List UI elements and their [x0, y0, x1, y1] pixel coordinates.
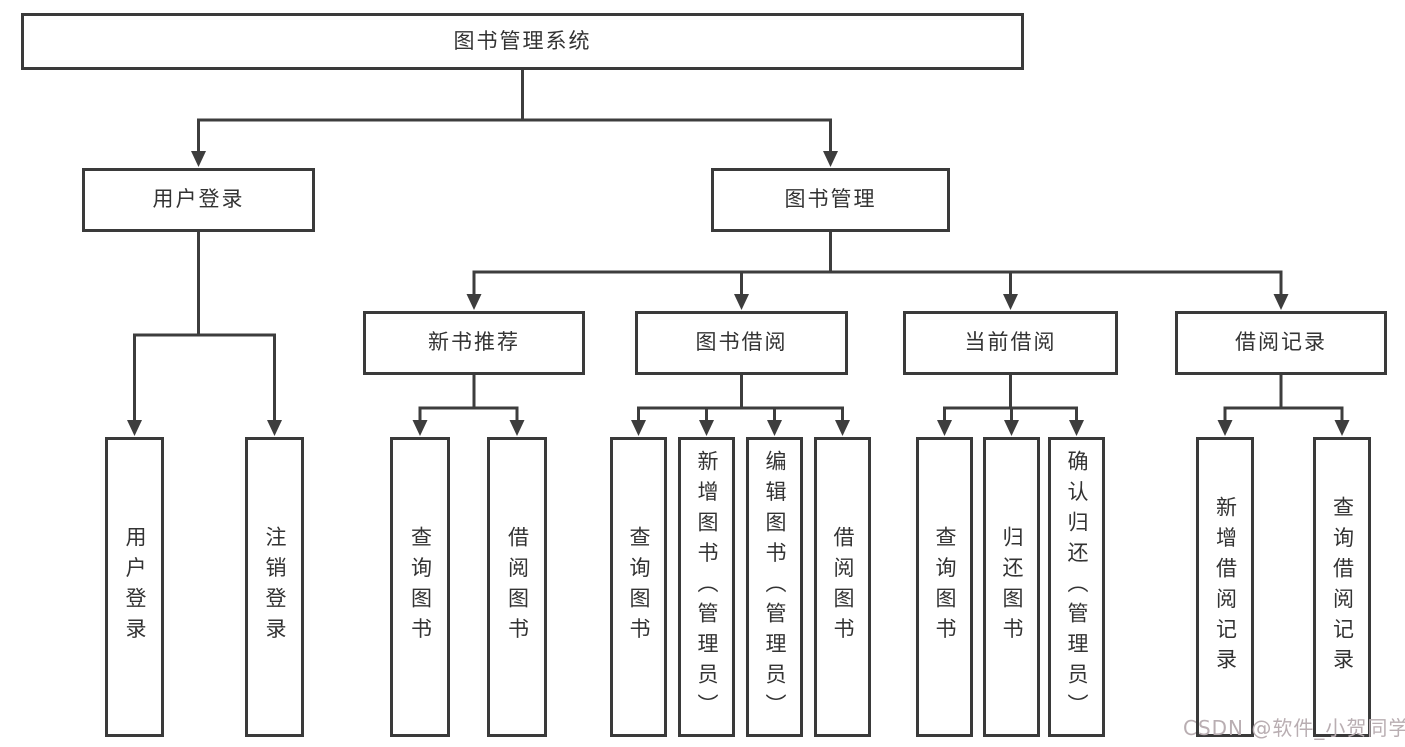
node-label-root: 图书管理系统: [453, 28, 592, 53]
node-label-leaf-borrow-query: 查询图书: [627, 526, 651, 648]
node-label-book-management: 图书管理: [784, 187, 877, 212]
arrowhead-leaf-borrow-borrow: [835, 420, 850, 436]
node-label-leaf-current-query: 查询图书: [933, 526, 957, 648]
node-leaf-current-query: 查询图书: [916, 437, 973, 737]
connector-current-borrowing: [937, 373, 1084, 436]
arrowhead-leaf-user-login: [127, 420, 142, 436]
arrowhead-leaf-logout: [267, 420, 282, 436]
connector-book-borrowing: [631, 373, 850, 436]
node-leaf-records-query: 查询借阅记录: [1313, 437, 1371, 737]
node-label-new-book-recommend: 新书推荐: [428, 330, 520, 355]
node-leaf-user-login: 用户登录: [105, 437, 164, 737]
arrowhead-leaf-current-query: [937, 420, 952, 436]
arrowhead-leaf-borrow-query: [631, 420, 646, 436]
connector-user-login: [127, 230, 282, 436]
node-label-leaf-newbook-query: 查询图书: [408, 526, 433, 648]
node-leaf-borrow-edit-admin: 编辑图书（管理员）: [746, 437, 803, 737]
node-label-leaf-current-confirm-admin: 确认归还（管理员）: [1065, 449, 1089, 725]
connector-borrowing-records: [1217, 373, 1350, 436]
node-current-borrowing: 当前借阅: [903, 311, 1118, 375]
node-leaf-records-add: 新增借阅记录: [1196, 437, 1254, 737]
node-label-leaf-newbook-borrow: 借阅图书: [505, 526, 530, 648]
arrowhead-leaf-borrow-add-admin: [699, 420, 714, 436]
node-label-leaf-logout: 注销登录: [263, 526, 287, 648]
node-label-leaf-borrow-add-admin: 新增图书（管理员）: [695, 449, 719, 725]
node-label-leaf-records-add: 新增借阅记录: [1213, 495, 1238, 679]
node-leaf-current-confirm-admin: 确认归还（管理员）: [1048, 437, 1105, 737]
connector-root: [191, 68, 838, 167]
arrowhead-user-login: [191, 151, 206, 167]
node-root: 图书管理系统: [21, 13, 1024, 70]
arrowhead-leaf-newbook-query: [412, 420, 428, 436]
node-label-leaf-borrow-borrow: 借阅图书: [831, 526, 855, 648]
node-user-login: 用户登录: [82, 168, 315, 232]
connector-book-management: [466, 230, 1289, 310]
arrowhead-leaf-records-add: [1217, 420, 1233, 436]
connector-new-book-recommend: [412, 373, 525, 436]
node-label-book-borrowing: 图书借阅: [695, 330, 788, 355]
arrowhead-leaf-newbook-borrow: [509, 420, 525, 436]
node-label-user-login: 用户登录: [152, 187, 245, 212]
arrowhead-new-book-recommend: [466, 294, 482, 310]
node-label-leaf-records-query: 查询借阅记录: [1330, 495, 1355, 679]
arrowhead-borrowing-records: [1273, 294, 1289, 310]
node-leaf-borrow-add-admin: 新增图书（管理员）: [678, 437, 735, 737]
node-leaf-newbook-borrow: 借阅图书: [487, 437, 547, 737]
arrowhead-leaf-borrow-edit-admin: [767, 420, 782, 436]
node-book-management: 图书管理: [711, 168, 950, 232]
csdn-watermark: CSDN @软件_小贺同学: [1183, 716, 1405, 740]
arrowhead-leaf-records-query: [1334, 420, 1350, 436]
arrowhead-leaf-current-confirm-admin: [1069, 420, 1084, 436]
node-leaf-borrow-query: 查询图书: [610, 437, 667, 737]
arrowhead-book-borrowing: [734, 294, 749, 310]
node-label-leaf-borrow-edit-admin: 编辑图书（管理员）: [763, 449, 787, 725]
node-borrowing-records: 借阅记录: [1175, 311, 1387, 375]
node-label-leaf-current-return: 归还图书: [1000, 526, 1024, 648]
node-leaf-borrow-borrow: 借阅图书: [814, 437, 871, 737]
arrowhead-current-borrowing: [1003, 294, 1018, 310]
node-leaf-newbook-query: 查询图书: [390, 437, 450, 737]
arrowhead-leaf-current-return: [1004, 420, 1019, 436]
node-label-leaf-user-login: 用户登录: [123, 526, 147, 648]
node-leaf-current-return: 归还图书: [983, 437, 1040, 737]
node-label-borrowing-records: 借阅记录: [1235, 330, 1327, 355]
node-leaf-logout: 注销登录: [245, 437, 304, 737]
arrowhead-book-management: [823, 151, 838, 167]
node-label-current-borrowing: 当前借阅: [964, 330, 1057, 355]
node-book-borrowing: 图书借阅: [635, 311, 848, 375]
node-new-book-recommend: 新书推荐: [363, 311, 585, 375]
